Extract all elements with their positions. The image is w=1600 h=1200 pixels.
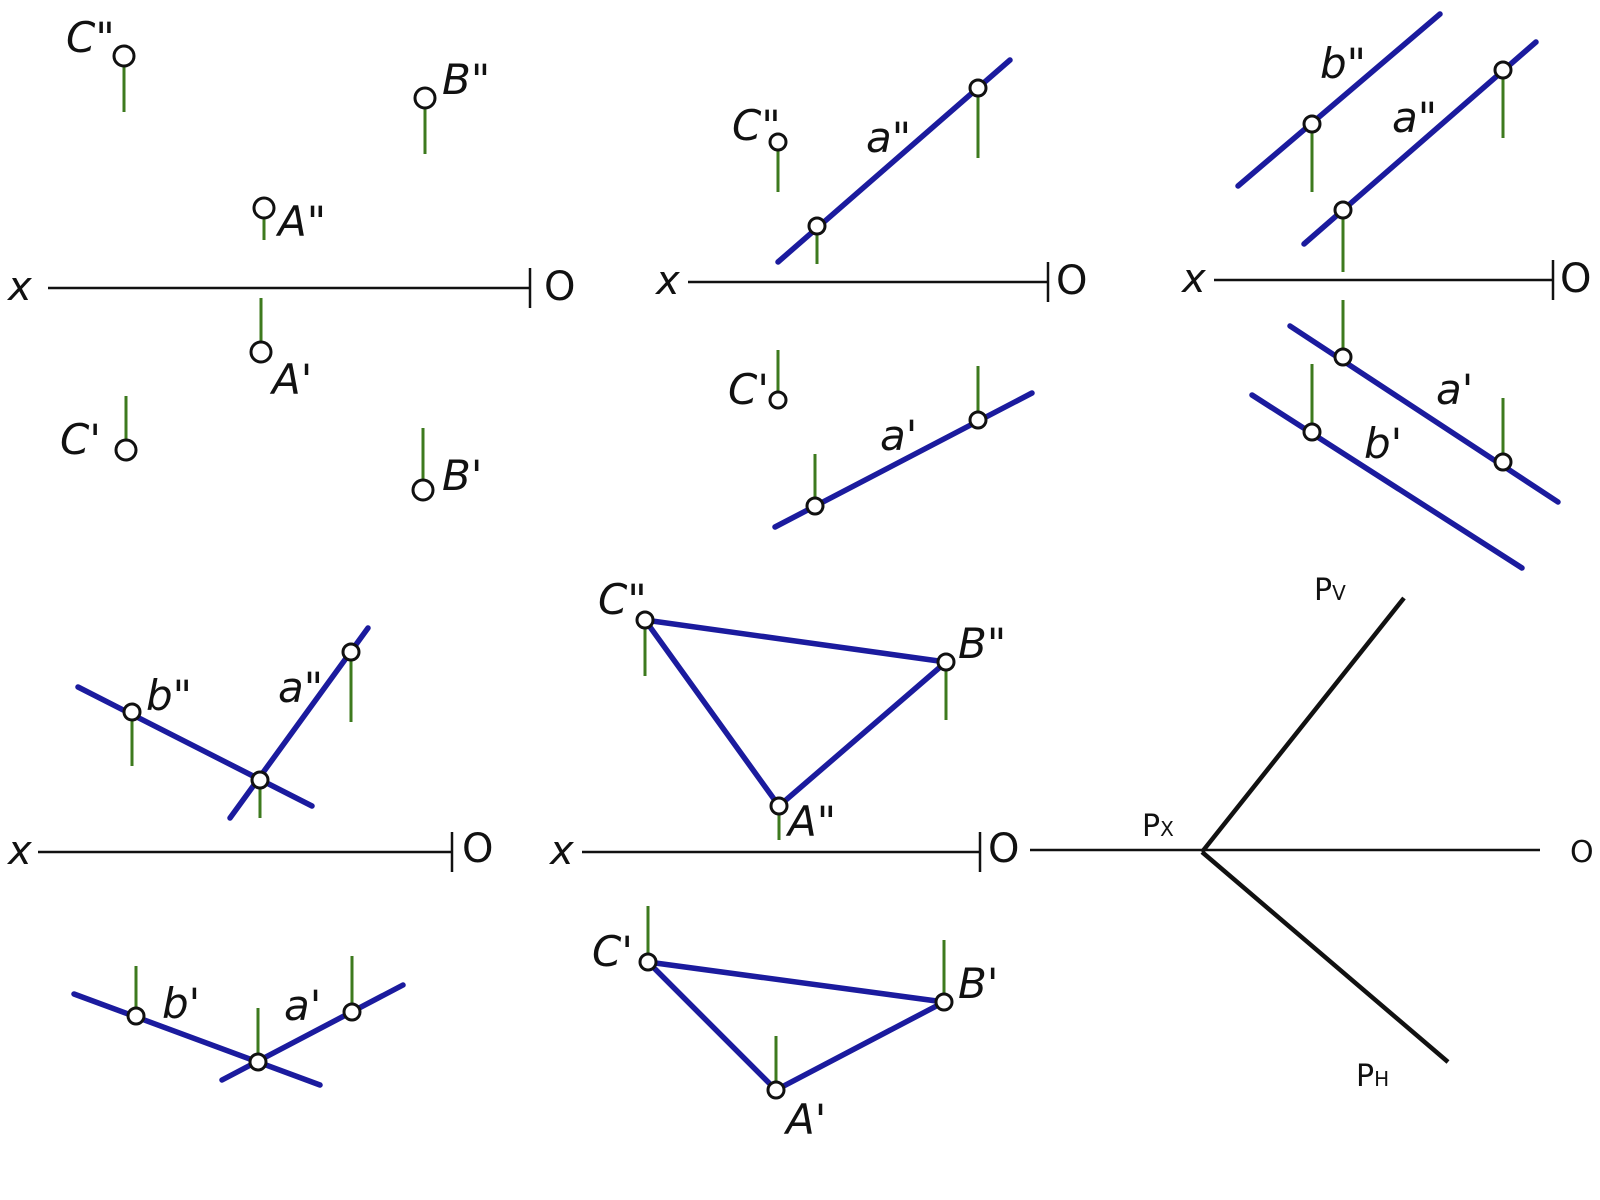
point-a-front xyxy=(769,796,789,816)
label-ph: PH xyxy=(1356,1059,1389,1094)
label-b-front: B" xyxy=(442,55,490,104)
panel-triangle: x O C" B" A" C' B' A' xyxy=(548,575,1019,1144)
origin-label: O xyxy=(544,264,575,310)
point-a-top xyxy=(766,1080,786,1100)
point-a-top-2 xyxy=(968,410,988,430)
point-c-front xyxy=(768,132,788,152)
x-axis-label: x xyxy=(6,264,32,310)
point-a-front-2 xyxy=(1333,200,1353,220)
label-a-front: A" xyxy=(275,197,326,246)
label-b-front: B" xyxy=(958,619,1006,668)
label-b-top: b' xyxy=(162,979,200,1028)
point-c-front xyxy=(112,44,136,68)
label-b-front: b" xyxy=(146,671,192,720)
x-axis-label: x xyxy=(548,828,574,874)
line-a-top xyxy=(1287,323,1561,505)
label-a-front: A" xyxy=(785,797,836,846)
point-intersection-top xyxy=(248,1052,268,1072)
line-b-front xyxy=(75,684,315,809)
label-px: PX xyxy=(1142,809,1174,844)
point-b-top xyxy=(934,992,954,1012)
label-a-top: a' xyxy=(1436,365,1473,414)
triangle-front xyxy=(639,616,953,811)
origin-label: O xyxy=(988,826,1019,872)
panel-plane-traces: PV PX PH O xyxy=(1030,573,1594,1094)
label-a-front: a" xyxy=(1392,93,1437,142)
point-b-front xyxy=(936,652,956,672)
point-a-front xyxy=(252,196,276,220)
point-a-top-2 xyxy=(1493,452,1513,472)
x-axis-label: x xyxy=(654,258,680,304)
label-pv: PV xyxy=(1314,573,1346,608)
line-b-top xyxy=(71,991,323,1088)
label-a-front: a" xyxy=(278,663,323,712)
point-c-top xyxy=(768,390,788,410)
panel-line-and-point: x O C" a" C' a' xyxy=(654,57,1087,530)
point-a-top xyxy=(249,340,273,364)
point-c-top xyxy=(114,438,138,462)
label-b-front: b" xyxy=(1320,39,1366,88)
origin-label: O xyxy=(462,826,493,872)
label-a-top: A' xyxy=(269,355,312,404)
point-a-front xyxy=(341,642,361,662)
origin-label: O xyxy=(1570,835,1594,870)
label-c-front: C" xyxy=(66,13,115,62)
label-b-top: B' xyxy=(442,451,482,500)
panel-intersecting-lines: x O b" a" b' a' xyxy=(6,625,493,1088)
point-b-front xyxy=(122,702,142,722)
label-c-front: C" xyxy=(732,101,781,150)
label-a-top: A' xyxy=(783,1095,826,1144)
origin-label: O xyxy=(1056,258,1087,304)
point-b-top xyxy=(411,478,435,502)
x-axis-label: x xyxy=(6,828,32,874)
panel-parallel-lines: x O b" a" a' b' xyxy=(1180,11,1591,571)
point-b-front xyxy=(413,86,437,110)
point-a-front-2 xyxy=(968,78,988,98)
line-b-top xyxy=(1249,392,1525,571)
point-b-top xyxy=(126,1006,146,1026)
label-c-top: C' xyxy=(592,927,633,976)
label-c-top: C' xyxy=(60,415,101,464)
trace-ph xyxy=(1200,850,1450,1064)
point-a-top-1 xyxy=(1333,347,1353,367)
triangle-top xyxy=(640,958,953,1094)
point-a-front-1 xyxy=(1493,60,1513,80)
label-b-top: b' xyxy=(1364,419,1402,468)
point-b-top xyxy=(1302,422,1322,442)
label-a-top: a' xyxy=(880,411,917,460)
line-b-front xyxy=(1235,11,1443,189)
point-c-top xyxy=(638,952,658,972)
point-a-front-1 xyxy=(807,216,827,236)
point-c-front xyxy=(635,610,655,630)
point-a-top-1 xyxy=(805,496,825,516)
panel-points: x O C" B" A" A' C' B' xyxy=(6,13,575,502)
trace-pv xyxy=(1200,596,1406,854)
label-a-top: a' xyxy=(284,981,321,1030)
x-axis-label: x xyxy=(1180,256,1206,302)
point-intersection-front xyxy=(250,770,270,790)
point-a-top xyxy=(342,1002,362,1022)
origin-label: O xyxy=(1560,256,1591,302)
label-c-front: C" xyxy=(598,575,647,624)
label-b-top: B' xyxy=(958,959,998,1008)
point-b-front xyxy=(1302,114,1322,134)
label-c-top: C' xyxy=(728,365,769,414)
label-a-front: a" xyxy=(866,113,911,162)
